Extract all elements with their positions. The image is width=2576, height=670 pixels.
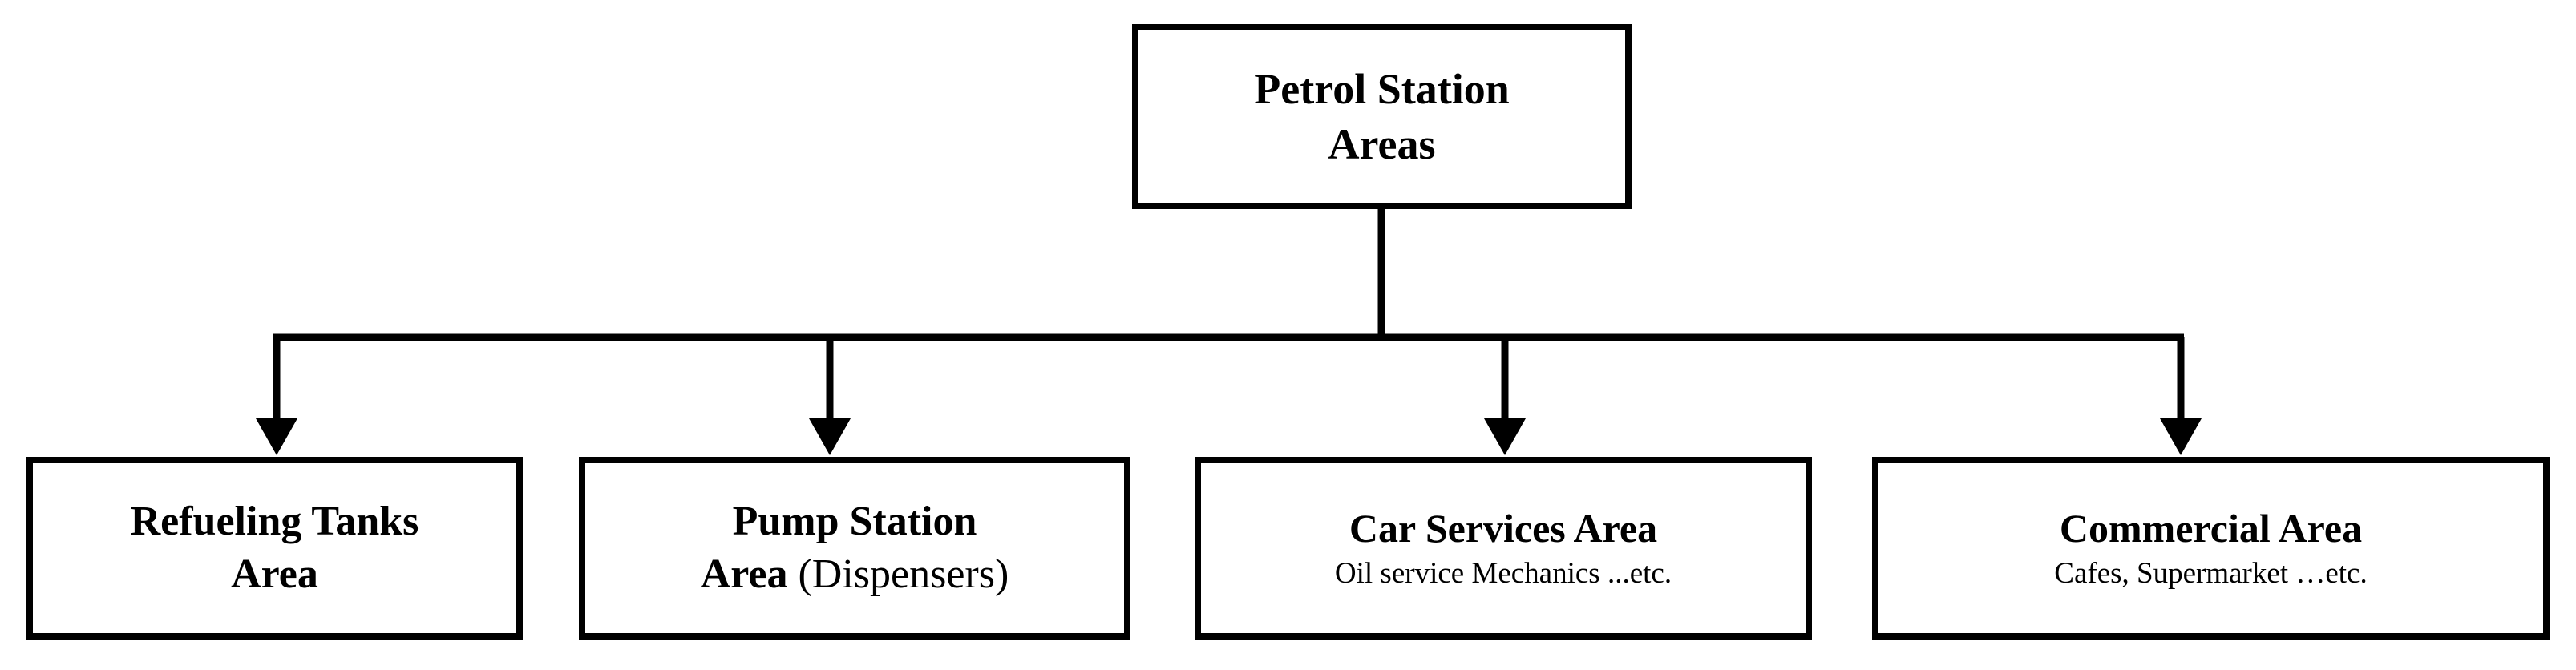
node-pump-station-area[interactable]: Pump Station Area (Dispensers)	[579, 457, 1130, 640]
node-commercial-area[interactable]: Commercial Area Cafes, Supermarket …etc.	[1872, 457, 2550, 640]
node-car-services-sublabel: Oil service Mechanics ...etc.	[1334, 557, 1672, 591]
node-pump-station-line-2-bold: Area	[700, 551, 788, 597]
node-pump-station-line-2-plain: (Dispensers)	[787, 551, 1009, 597]
node-commercial-line-1: Commercial Area	[2059, 506, 2363, 551]
node-pump-station-line-1: Pump Station	[732, 498, 977, 545]
arrowhead-1	[256, 418, 297, 455]
node-root-line-1: Petrol Station	[1254, 65, 1510, 114]
arrowhead-4	[2160, 418, 2202, 455]
node-car-services-line-1: Car Services Area	[1349, 506, 1658, 551]
node-car-services-area[interactable]: Car Services Area Oil service Mechanics …	[1195, 457, 1812, 640]
node-commercial-sublabel: Cafes, Supermarket …etc.	[2054, 557, 2368, 591]
arrowhead-2	[809, 418, 851, 455]
arrowhead-3	[1484, 418, 1526, 455]
node-refueling-tanks-area[interactable]: Refueling Tanks Area	[26, 457, 523, 640]
node-pump-station-line-2: Area (Dispensers)	[701, 548, 1009, 601]
node-refueling-tanks-line-1: Refueling Tanks	[130, 498, 419, 545]
node-refueling-tanks-line-2: Area	[231, 551, 318, 597]
node-petrol-station-areas[interactable]: Petrol Station Areas	[1132, 24, 1632, 209]
node-root-line-2: Areas	[1328, 119, 1436, 168]
